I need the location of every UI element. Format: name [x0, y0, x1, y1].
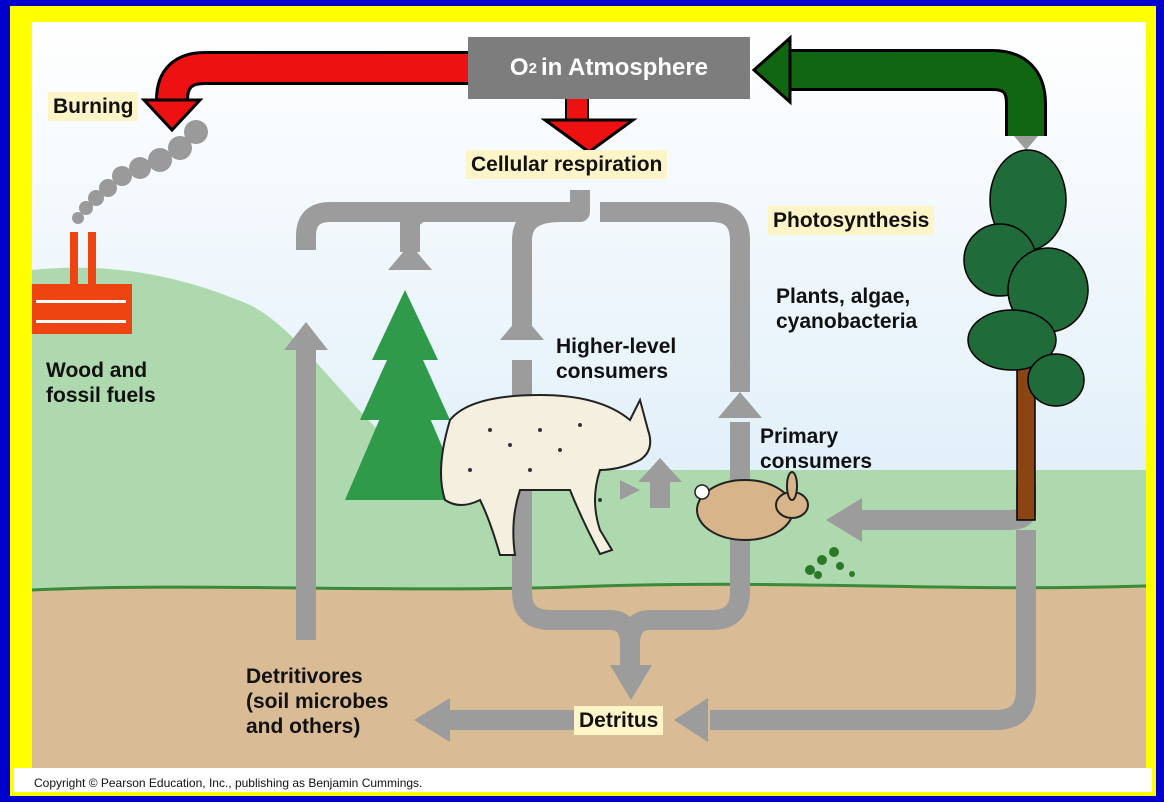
copyright-notice: Copyright © Pearson Education, Inc., pub… — [34, 776, 422, 790]
producers-label: Plants, algae, cyanobacteria — [776, 284, 917, 334]
photosynthesis-label: Photosynthesis — [768, 206, 934, 235]
o2-subscript: 2 — [529, 60, 537, 77]
primary-consumers-label: Primary consumers — [760, 424, 872, 474]
fuels-label: Wood and fossil fuels — [46, 358, 156, 408]
higher-consumers-label: Higher-level consumers — [556, 334, 676, 384]
burning-label: Burning — [48, 92, 138, 121]
cellular-respiration-label: Cellular respiration — [466, 150, 667, 179]
o2-suffix: in Atmosphere — [541, 54, 708, 82]
detritus-label: Detritus — [574, 706, 663, 735]
detritivores-label: Detritivores (soil microbes and others) — [246, 664, 388, 739]
o2-prefix: O — [510, 54, 529, 82]
